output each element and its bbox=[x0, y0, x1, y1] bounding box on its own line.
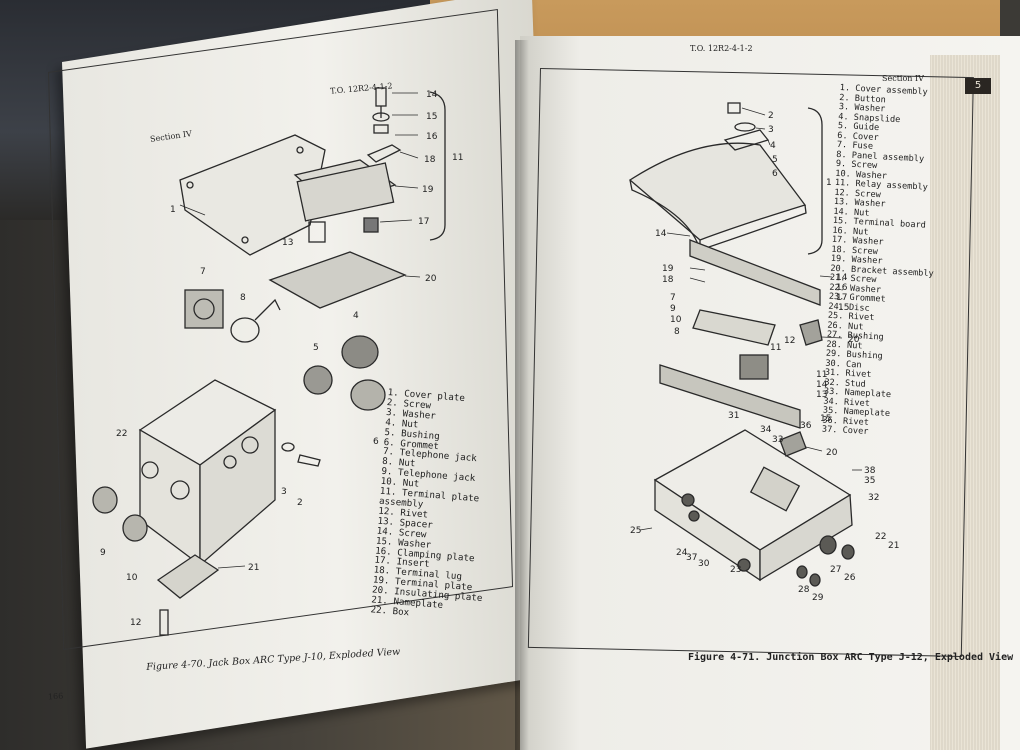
callout-label: 2 bbox=[768, 111, 774, 121]
callout-label: 16 bbox=[426, 132, 438, 142]
callout-label: 4 bbox=[770, 141, 776, 151]
callout-label: 11 bbox=[816, 370, 827, 380]
callout-label: 14 bbox=[426, 90, 438, 100]
right-parts-legend: 1. Cover assembly 2. Button 3. Washer 4.… bbox=[822, 83, 944, 440]
callout-label: 26 bbox=[844, 573, 856, 583]
right-figure-caption: Figure 4-71. Junction Box ARC Type J-12,… bbox=[688, 652, 1014, 663]
callout-label: 10 bbox=[126, 573, 138, 583]
callout-label: 21 bbox=[888, 541, 899, 551]
callout-label: 32 bbox=[868, 493, 879, 503]
callout-label: 19 bbox=[422, 185, 434, 195]
callout-label: 8 bbox=[240, 293, 246, 303]
left-page-number: 166 bbox=[47, 691, 64, 702]
right-header-doc: T.O. 12R2-4-1-2 bbox=[690, 44, 753, 53]
callout-label: 13 bbox=[282, 238, 293, 248]
callout-label: 20 bbox=[826, 448, 838, 458]
callout-label: 2 bbox=[297, 498, 303, 508]
callout-label: 6 bbox=[373, 437, 379, 447]
callout-label: 19 bbox=[662, 264, 674, 274]
callout-label: 8 bbox=[674, 327, 680, 337]
callout-label: 4 bbox=[353, 311, 359, 321]
page-edge-stack bbox=[930, 55, 1000, 750]
callout-label: 33 bbox=[772, 435, 783, 445]
callout-label: 17 bbox=[418, 217, 429, 227]
callout-label: 15 bbox=[426, 112, 437, 122]
callout-label: 29 bbox=[812, 593, 824, 603]
callout-label: 20 bbox=[425, 274, 437, 284]
callout-label: 22 bbox=[116, 429, 127, 439]
callout-label: 9 bbox=[100, 548, 106, 558]
callout-label: 25 bbox=[630, 526, 641, 536]
callout-label: 3 bbox=[281, 487, 287, 497]
callout-label: 1 bbox=[170, 205, 176, 215]
callout-label: 13 bbox=[816, 390, 827, 400]
callout-label: 7 bbox=[670, 293, 676, 303]
callout-label: 10 bbox=[670, 315, 682, 325]
callout-label: 9 bbox=[670, 304, 676, 314]
callout-label: 16 bbox=[836, 283, 848, 293]
callout-label: 3 bbox=[768, 125, 774, 135]
section-tab: 5 bbox=[965, 78, 991, 94]
callout-label: 37 bbox=[686, 553, 697, 563]
callout-label: 31 bbox=[728, 411, 739, 421]
callout-label: 1 bbox=[826, 178, 832, 188]
callout-label: 35 bbox=[864, 476, 875, 486]
callout-label: 12 bbox=[784, 336, 795, 346]
callout-label: 30 bbox=[698, 559, 710, 569]
callout-label: 6 bbox=[772, 169, 778, 179]
callout-label: 27 bbox=[830, 565, 841, 575]
callout-label: 23 bbox=[730, 565, 741, 575]
callout-label: 22 bbox=[875, 532, 886, 542]
callout-label: 34 bbox=[760, 425, 772, 435]
callout-label: 11 bbox=[452, 153, 463, 163]
book-spine-shadow bbox=[515, 40, 529, 750]
callout-label: 5 bbox=[772, 155, 778, 165]
callout-label: 18 bbox=[424, 155, 436, 165]
callout-label: 15 bbox=[820, 414, 831, 424]
callout-label: 14 bbox=[836, 273, 848, 283]
callout-label: 11 bbox=[770, 343, 781, 353]
callout-label: 21 bbox=[248, 563, 259, 573]
callout-label: 24 bbox=[676, 548, 688, 558]
callout-label: 38 bbox=[864, 466, 876, 476]
callout-label: 20 bbox=[848, 335, 860, 345]
callout-label: 18 bbox=[662, 275, 674, 285]
callout-label: 17 bbox=[836, 293, 847, 303]
callout-label: 5 bbox=[313, 343, 319, 353]
callout-label: 12 bbox=[130, 618, 141, 628]
callout-label: 15 bbox=[838, 303, 849, 313]
callout-label: 14 bbox=[816, 380, 828, 390]
right-header-section: Section IV bbox=[882, 74, 924, 83]
callout-label: 36 bbox=[800, 421, 812, 431]
left-parts-legend: 1. Cover plate 2. Screw 3. Washer 4. Nut… bbox=[370, 387, 498, 624]
callout-label: 14 bbox=[655, 229, 667, 239]
callout-label: 7 bbox=[200, 267, 206, 277]
callout-label: 28 bbox=[798, 585, 810, 595]
